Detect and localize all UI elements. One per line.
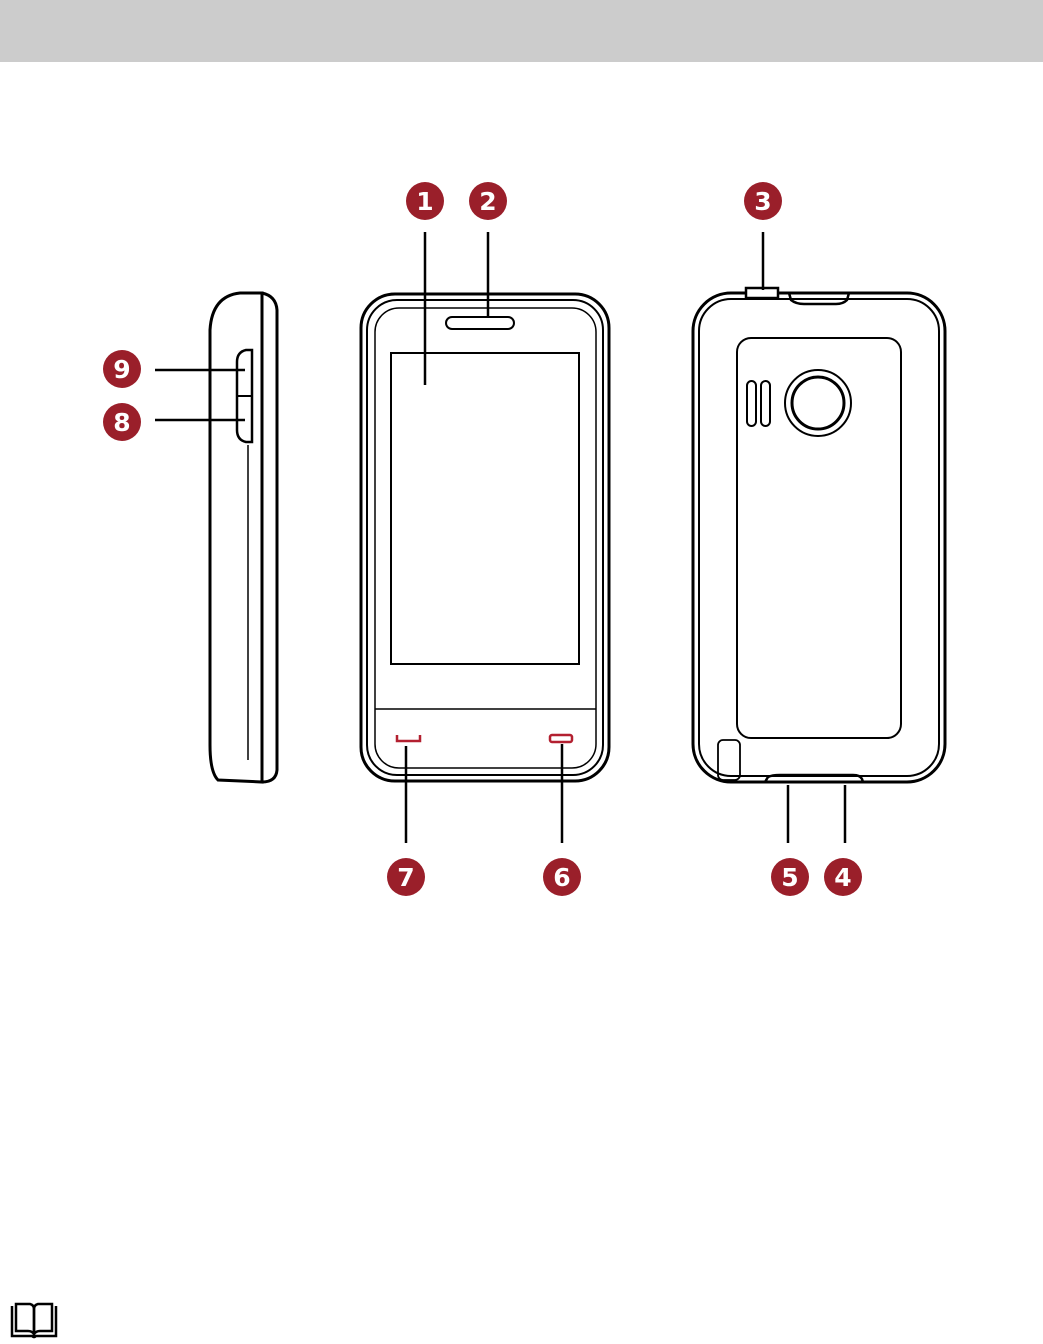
camera-lens <box>785 370 851 436</box>
callout-6: 6 <box>543 858 581 896</box>
callout-5: 5 <box>771 858 809 896</box>
callout-label: 7 <box>397 863 414 892</box>
callout-label: 3 <box>754 187 771 216</box>
callout-label: 8 <box>113 408 130 437</box>
callout-label: 1 <box>416 187 433 216</box>
send-key-icon <box>397 735 420 741</box>
callout-2: 2 <box>469 182 507 220</box>
end-key-icon <box>550 735 572 742</box>
callout-label: 5 <box>781 863 798 892</box>
callout-4: 4 <box>824 858 862 896</box>
phone-side-view <box>210 293 277 782</box>
callout-9: 9 <box>103 350 141 388</box>
front-screen <box>391 353 579 664</box>
callout-3: 3 <box>744 182 782 220</box>
leader-lines <box>155 232 845 843</box>
callout-label: 4 <box>834 863 851 892</box>
earpiece <box>446 317 514 329</box>
callout-label: 9 <box>113 355 130 384</box>
phone-front-view <box>361 294 609 781</box>
callout-7: 7 <box>387 858 425 896</box>
book-icon <box>8 1300 60 1340</box>
callout-8: 8 <box>103 403 141 441</box>
callout-1: 1 <box>406 182 444 220</box>
callout-label: 6 <box>553 863 570 892</box>
phone-back-view <box>693 288 945 782</box>
callout-label: 2 <box>479 187 496 216</box>
